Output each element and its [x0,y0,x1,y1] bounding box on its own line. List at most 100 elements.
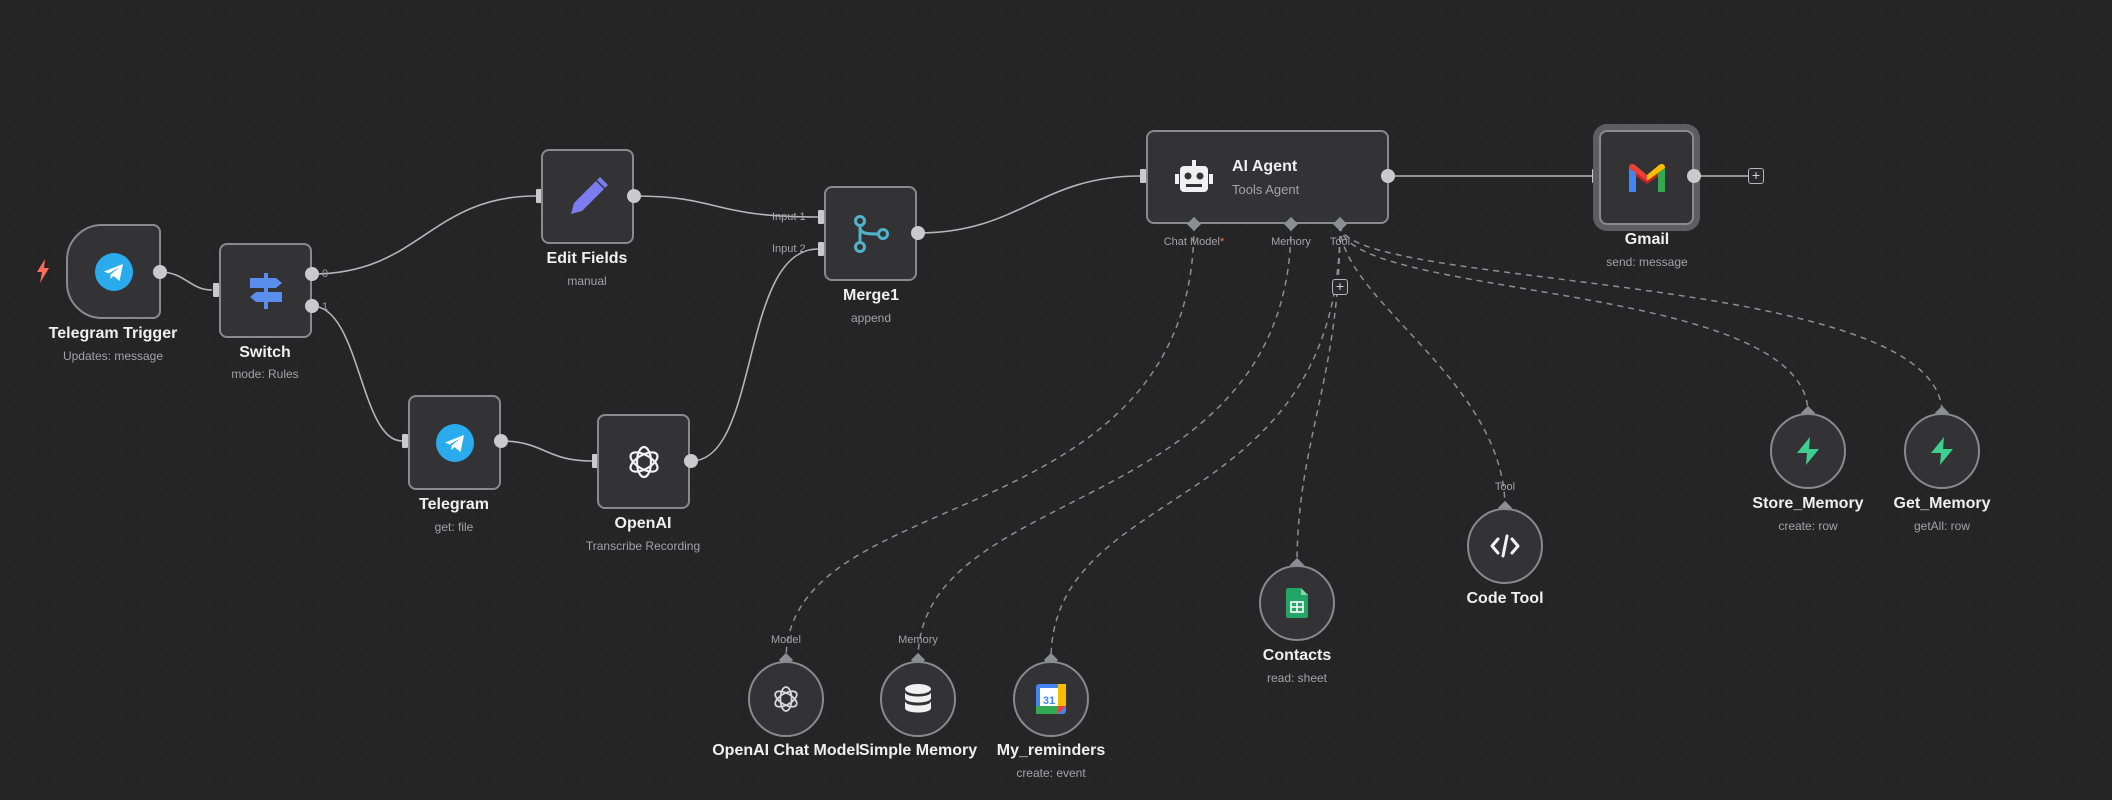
google-calendar-icon: 31 [1036,684,1066,714]
input-port[interactable] [1592,169,1598,183]
output-port[interactable] [494,434,508,448]
robot-icon [1175,160,1213,192]
output-label-0: 0 [322,268,329,280]
node-ai-agent[interactable]: AI Agent Tools Agent [1146,130,1389,224]
port-label-chat-model: Chat Model* [1163,236,1225,248]
output-port[interactable] [684,454,698,468]
connection-editfields-merge [633,195,819,218]
input-port-2[interactable] [818,242,824,256]
input-port[interactable] [536,189,542,203]
node-title: Edit Fields [546,250,628,267]
node-title: Gmail [1624,231,1670,248]
node-title: My_reminders [996,742,1106,759]
node-my-reminders[interactable]: 31 [1013,661,1089,737]
connection-tool-contacts [1296,224,1341,566]
node-subtitle: mode: Rules [231,367,299,381]
connection-tool-getmemory [1339,224,1943,414]
port-label-tool: Tool [1329,236,1351,248]
merge-icon [853,214,889,253]
node-title: Code Tool [1466,590,1544,607]
connection-tool-codetool [1339,224,1506,509]
add-tool-button[interactable]: + [1332,279,1348,295]
connection-switch-editfields [311,195,537,275]
connection-tool-reminders [1050,224,1341,661]
output-port[interactable] [1381,169,1395,183]
node-subtitle: send: message [1606,255,1688,269]
database-icon [905,684,931,713]
node-openai-chat-model[interactable] [748,661,824,737]
output-port-0[interactable] [305,267,319,281]
trigger-bolt-icon [37,259,49,283]
node-contacts[interactable] [1259,565,1335,641]
connection-memory [917,224,1292,661]
connection-openai-merge [690,248,819,462]
node-title: Simple Memory [858,742,978,759]
node-subtitle: getAll: row [1913,519,1971,533]
output-port-1[interactable] [305,299,319,313]
openai-icon [774,686,798,712]
node-subtitle: manual [567,274,607,288]
node-edit-fields[interactable] [541,149,634,244]
output-port[interactable] [911,226,925,240]
input-port-1[interactable] [818,210,824,224]
node-merge[interactable] [824,186,917,281]
openai-icon [628,445,659,478]
telegram-icon [94,252,133,291]
port-label-memory: Memory [1271,236,1311,248]
add-node-button[interactable]: + [1748,168,1764,184]
node-title: Telegram [419,496,489,513]
pencil-icon [570,176,608,214]
node-title: Switch [239,344,291,361]
output-port[interactable] [1687,169,1701,183]
node-title: AI Agent [1232,158,1298,175]
node-telegram-trigger[interactable] [66,224,161,319]
connection-merge-aiagent [917,175,1141,234]
telegram-icon [435,423,474,462]
port-label-memory: Memory [898,634,938,646]
node-switch[interactable] [219,243,312,338]
node-subtitle: get: file [434,520,474,534]
port-label-model: Model [771,634,801,646]
input-port[interactable] [1140,169,1146,183]
node-openai[interactable] [597,414,690,509]
input-label-2: Input 2 [772,243,806,255]
output-label-1: 1 [322,301,329,313]
input-port[interactable] [213,283,219,297]
node-title: OpenAI Chat Model [712,742,860,759]
google-sheets-icon [1286,588,1308,618]
connection-telegram-openai [499,440,593,462]
connection-tool-storememory [1339,224,1809,414]
port-label-tool: Tool [1494,481,1516,493]
node-code-tool[interactable] [1467,508,1543,584]
supabase-icon [1797,437,1819,465]
input-port[interactable] [592,454,598,468]
node-simple-memory[interactable] [880,661,956,737]
input-label-1: Input 1 [772,211,806,223]
node-title: Store_Memory [1752,495,1864,512]
node-title: Merge1 [842,287,900,304]
node-get-memory[interactable] [1904,413,1980,489]
input-port[interactable] [402,434,408,448]
node-title: Telegram Trigger [48,325,178,342]
node-title: OpenAI [614,515,672,532]
node-subtitle: Transcribe Recording [585,539,701,553]
gmail-icon [1628,163,1665,192]
node-title: Contacts [1262,647,1332,664]
node-store-memory[interactable] [1770,413,1846,489]
connection-switch-telegram [311,305,403,442]
output-port[interactable] [153,265,167,279]
switch-icon [249,272,282,309]
node-title: Get_Memory [1893,495,1991,512]
node-subtitle: create: event [1016,766,1086,780]
node-gmail[interactable] [1599,130,1694,225]
node-subtitle: Tools Agent [1232,182,1300,197]
connection-trigger-switch [159,271,213,291]
node-subtitle: Updates: message [62,349,164,363]
output-port[interactable] [627,189,641,203]
node-subtitle: append [850,311,892,325]
code-icon [1490,534,1520,558]
node-telegram[interactable] [408,395,501,490]
supabase-icon [1931,437,1953,465]
node-subtitle: create: row [1778,519,1838,533]
